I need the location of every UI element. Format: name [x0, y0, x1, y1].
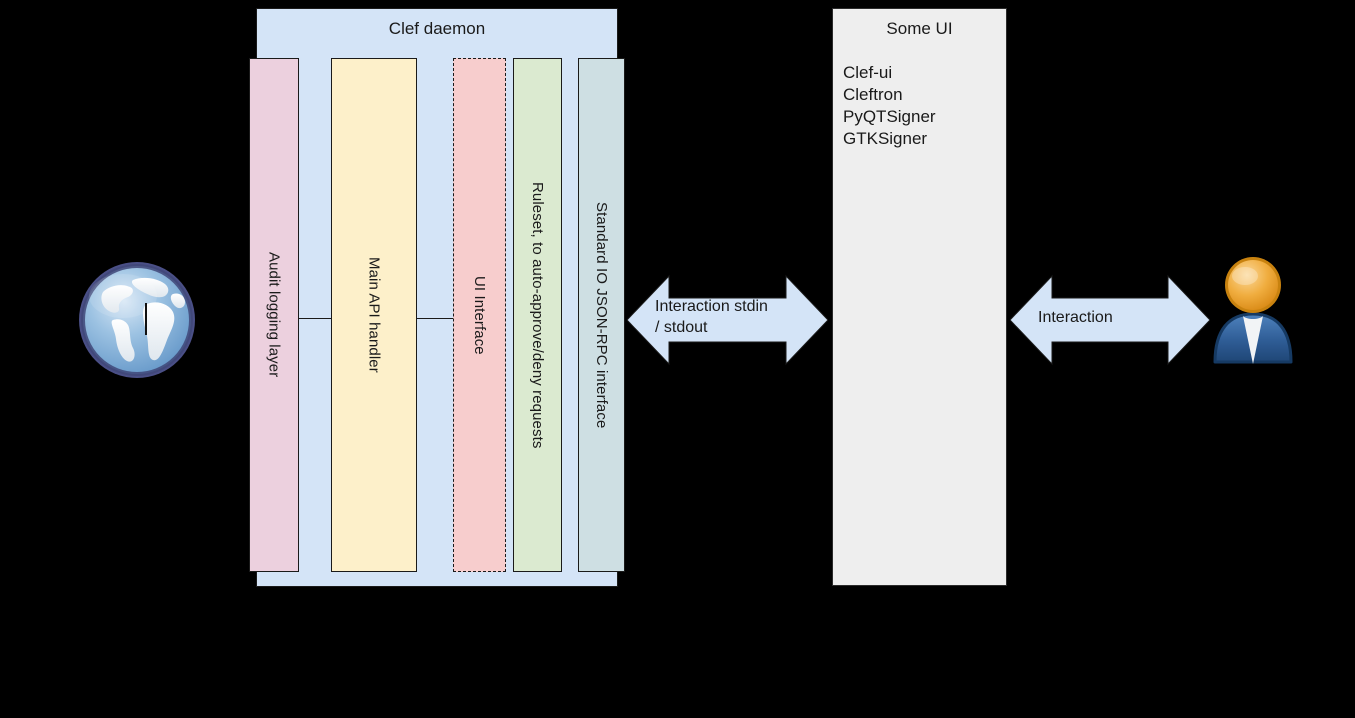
some-ui-panel: [832, 8, 1007, 586]
list-item: Cleftron: [843, 85, 903, 104]
list-item: Clef-ui: [843, 63, 893, 82]
user-icon: [1205, 252, 1301, 368]
box-ui-interface[interactable]: UI Interface: [453, 58, 506, 572]
list-item: GTKSigner: [843, 129, 928, 148]
clef-daemon-container: [256, 8, 618, 587]
box-ui-interface-label: UI Interface: [471, 275, 488, 355]
box-audit-logging-layer[interactable]: Audit logging layer: [249, 58, 299, 572]
arrow-interaction-stdio: [627, 272, 828, 368]
box-main-api-handler[interactable]: Main API handler: [331, 58, 417, 572]
box-audit-logging-layer-label: Audit logging layer: [265, 252, 283, 378]
list-item: PyQTSigner: [843, 107, 936, 126]
globe-icon: [73, 256, 201, 384]
connector-line-audit-to-api: [298, 318, 332, 319]
some-ui-title: Some UI: [886, 19, 953, 38]
box-main-api-handler-label: Main API handler: [365, 257, 383, 373]
box-standard-io-jsonrpc-label: Standard IO JSON-RPC interface: [593, 201, 610, 429]
box-standard-io-jsonrpc[interactable]: Standard IO JSON-RPC interface: [578, 58, 625, 572]
globe-connector-tick: [145, 303, 147, 335]
arrow-interaction-user: [1010, 272, 1210, 368]
clef-daemon-title: Clef daemon: [388, 19, 486, 38]
connector-line-api-to-uiinterface: [416, 318, 454, 319]
box-ruleset-label: Ruleset, to auto-approve/deny requests: [529, 181, 546, 449]
some-ui-list: Clef-ui Cleftron PyQTSigner GTKSigner: [843, 62, 936, 150]
box-ruleset[interactable]: Ruleset, to auto-approve/deny requests: [513, 58, 562, 572]
